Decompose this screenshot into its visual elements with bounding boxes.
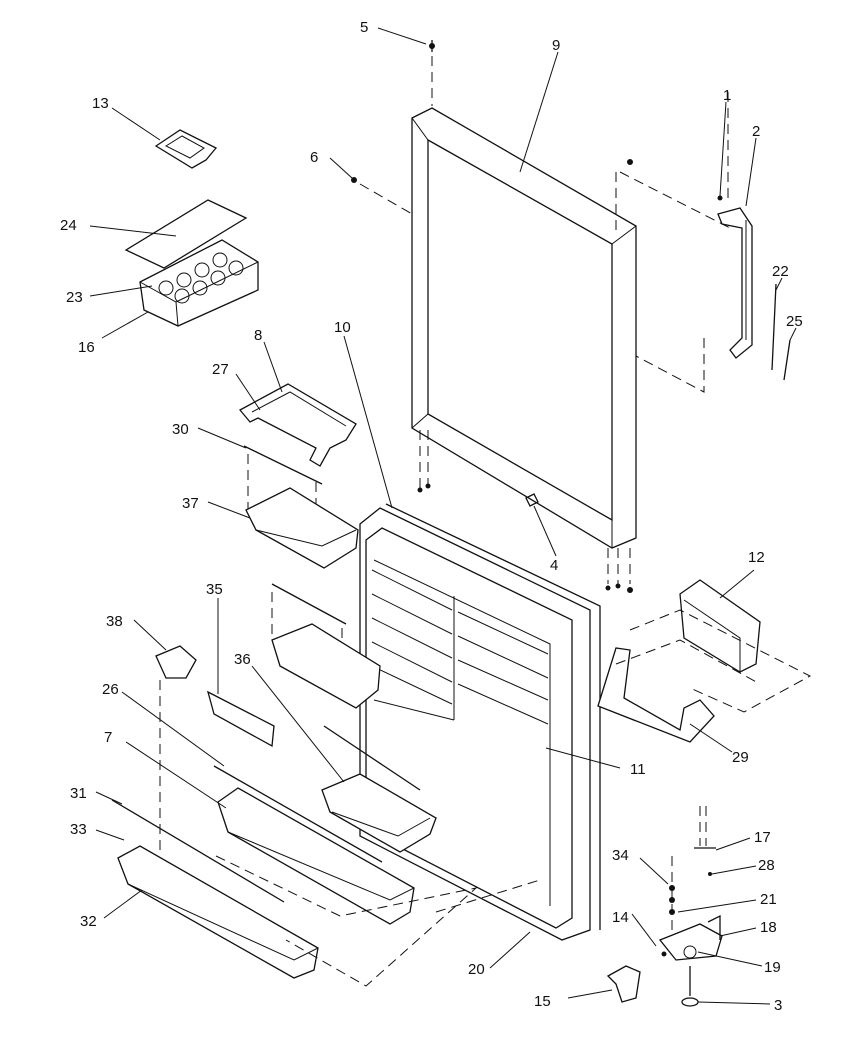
label-7: 7: [104, 729, 112, 746]
top-hinge: [615, 92, 791, 393]
label-36: 36: [234, 651, 251, 668]
label-38: 38: [106, 613, 123, 630]
label-15: 15: [534, 993, 551, 1010]
label-14: 14: [612, 909, 629, 926]
label-26: 26: [102, 681, 119, 698]
label-24: 24: [60, 217, 77, 234]
label-32: 32: [80, 913, 97, 930]
ice-items: [124, 129, 259, 327]
label-35: 35: [206, 581, 223, 598]
crisper-parts: [597, 579, 812, 743]
door-bottom-screws: [417, 430, 633, 593]
label-12: 12: [748, 549, 765, 566]
middle-bins: [271, 583, 437, 853]
label-37: 37: [182, 495, 199, 512]
label-8: 8: [254, 327, 262, 344]
label-33: 33: [70, 821, 87, 838]
label-19: 19: [764, 959, 781, 976]
label-9: 9: [552, 37, 560, 54]
label-2: 2: [752, 123, 760, 140]
label-3: 3: [774, 997, 782, 1014]
label-5: 5: [360, 19, 368, 36]
label-16: 16: [78, 339, 95, 356]
leader-lines: [89, 27, 797, 1005]
lower-hinge: [606, 806, 723, 1007]
label-13: 13: [92, 95, 109, 112]
label-22: 22: [772, 263, 789, 280]
inner-door-liner: [359, 503, 601, 941]
label-28: 28: [758, 857, 775, 874]
label-10: 10: [334, 319, 351, 336]
label-34: 34: [612, 847, 629, 864]
label-18: 18: [760, 919, 777, 936]
label-29: 29: [732, 749, 749, 766]
label-23: 23: [66, 289, 83, 306]
label-11: 11: [630, 761, 646, 778]
label-21: 21: [760, 891, 777, 908]
label-20: 20: [468, 961, 485, 978]
label-30: 30: [172, 421, 189, 438]
label-6: 6: [310, 149, 318, 166]
door-frame: [411, 107, 637, 549]
screws-top: [351, 40, 435, 215]
label-31: 31: [70, 785, 87, 802]
lower-bins: [111, 645, 541, 987]
label-27: 27: [212, 361, 229, 378]
label-1: 1: [723, 87, 731, 104]
part-labels: 5 9 1 2 13 6 24 22 23 25 8 10 16 27 30 3…: [60, 19, 803, 1014]
label-17: 17: [754, 829, 771, 846]
label-4: 4: [550, 557, 558, 574]
label-25: 25: [786, 313, 803, 330]
upper-bin-assembly: [238, 383, 359, 569]
